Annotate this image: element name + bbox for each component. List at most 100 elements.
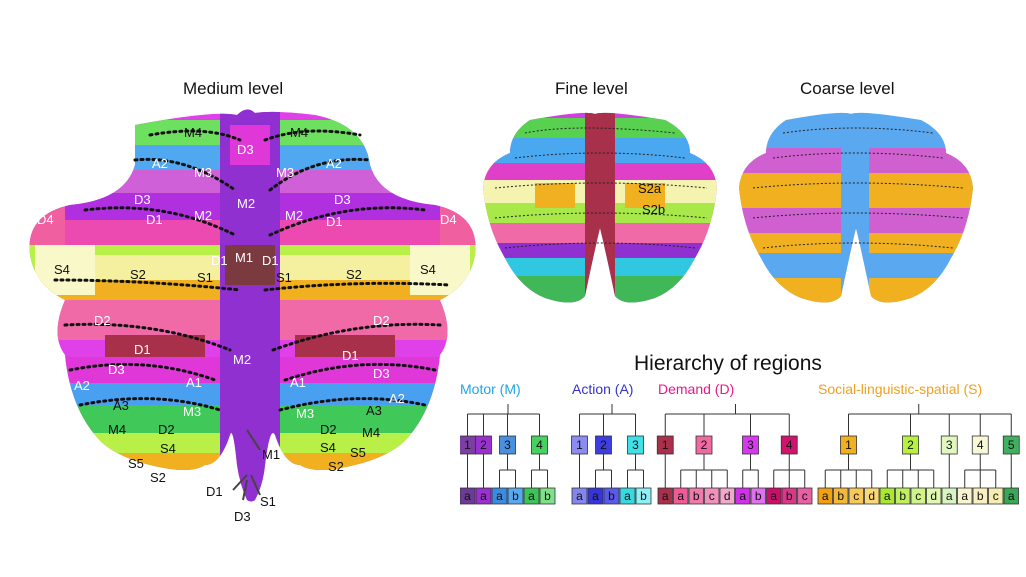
leaf-label: c: [915, 489, 921, 503]
map-label: M3: [296, 406, 315, 421]
map-label: D1: [146, 212, 163, 227]
map-label: M4: [108, 422, 127, 437]
map-label: M1: [262, 447, 281, 462]
leaf-label: d: [724, 489, 731, 503]
map-label: D2: [94, 313, 111, 328]
leaf-label: a: [592, 489, 599, 503]
category-title: Demand (D): [658, 381, 734, 397]
leaf-label: c: [993, 489, 999, 503]
map-label: S1: [260, 494, 276, 509]
map-label: M3: [183, 404, 202, 419]
map-label: S4: [320, 440, 336, 455]
map-label: M2: [233, 352, 252, 367]
leaf-label: a: [1008, 489, 1015, 503]
map-label: S5: [128, 456, 144, 471]
map-label: D3: [373, 366, 390, 381]
map-label: M2: [237, 196, 256, 211]
category-title: Social-linguistic-spatial (S): [818, 381, 982, 397]
map-label: S1: [276, 270, 292, 285]
map-label: M3: [194, 165, 213, 180]
map-label: D2: [320, 422, 337, 437]
leaf-label: a: [528, 489, 535, 503]
leaf-label: a: [496, 489, 503, 503]
node-label: 5: [1008, 438, 1015, 452]
node-label: 1: [662, 438, 669, 452]
leaf-label: b: [899, 489, 906, 503]
map-label: D3: [334, 192, 351, 207]
map-label: D4: [37, 212, 54, 227]
map-label: A3: [113, 398, 129, 413]
node-label: 4: [977, 438, 984, 452]
map-label: M4: [290, 125, 309, 140]
coarse-level-title: Coarse level: [800, 79, 895, 98]
coarse-level-flatmap: [739, 112, 973, 303]
map-label: S2: [346, 267, 362, 282]
map-label: S4: [420, 262, 436, 277]
leaf-label: a: [961, 489, 968, 503]
map-label: D2: [373, 313, 390, 328]
map-label: D3: [237, 142, 254, 157]
map-label: M2: [194, 208, 213, 223]
leaf-label: b: [608, 489, 615, 503]
map-label: D3: [108, 362, 125, 377]
node-label: 1: [845, 438, 852, 452]
fine-label-s2a: S2a: [638, 181, 662, 196]
fine-label-s2b: S2b: [642, 202, 666, 217]
fine-level-title: Fine level: [555, 79, 628, 98]
map-label: M2: [285, 208, 304, 223]
category-title: Motor (M): [460, 381, 521, 397]
leaf-label: a: [770, 489, 777, 503]
map-label: S4: [160, 441, 176, 456]
map-label: A2: [389, 391, 405, 406]
leaf-label: d: [868, 489, 875, 503]
leaf-label: a: [662, 489, 669, 503]
map-label: A2: [74, 378, 90, 393]
map-label: S2: [130, 267, 146, 282]
map-label: M1: [235, 250, 254, 265]
node-label: 2: [600, 438, 607, 452]
map-label: D1: [211, 253, 228, 268]
map-label: M3: [276, 165, 295, 180]
node-label: 3: [946, 438, 953, 452]
leaf-label: a: [464, 489, 471, 503]
map-label: M4: [362, 425, 381, 440]
category-title: Action (A): [572, 381, 633, 397]
medium-level-flatmap: [29, 109, 476, 502]
map-label: D3: [234, 509, 251, 524]
map-label: A1: [290, 375, 306, 390]
map-label: D1: [134, 342, 151, 357]
leaf-label: b: [640, 489, 647, 503]
leaf-label: d: [930, 489, 937, 503]
leaf-label: a: [822, 489, 829, 503]
node-label: 4: [536, 438, 543, 452]
leaf-label: b: [755, 489, 762, 503]
leaf-label: a: [480, 489, 487, 503]
map-label: A2: [152, 156, 168, 171]
map-label: D4: [440, 212, 457, 227]
leaf-label: a: [677, 489, 684, 503]
leaf-label: a: [624, 489, 631, 503]
node-label: 4: [786, 438, 793, 452]
leaf-label: b: [977, 489, 984, 503]
fine-level-flatmap: [483, 112, 717, 303]
map-label: S2: [150, 470, 166, 485]
map-label: S2: [328, 459, 344, 474]
leaf-label: a: [946, 489, 953, 503]
map-label: A2: [326, 156, 342, 171]
node-label: 3: [504, 438, 511, 452]
leaf-label: a: [739, 489, 746, 503]
node-label: 3: [632, 438, 639, 452]
map-label: S5: [350, 445, 366, 460]
leaf-label: a: [576, 489, 583, 503]
leaf-label: b: [786, 489, 793, 503]
map-label: S1: [197, 270, 213, 285]
leaf-label: b: [693, 489, 700, 503]
leaf-label: b: [837, 489, 844, 503]
medium-level-title: Medium level: [183, 79, 284, 98]
node-label: 2: [701, 438, 708, 452]
map-label: M4: [184, 125, 203, 140]
map-label: A3: [366, 403, 382, 418]
leaf-label: b: [512, 489, 519, 503]
map-label: S4: [54, 262, 70, 277]
leaf-label: c: [853, 489, 859, 503]
